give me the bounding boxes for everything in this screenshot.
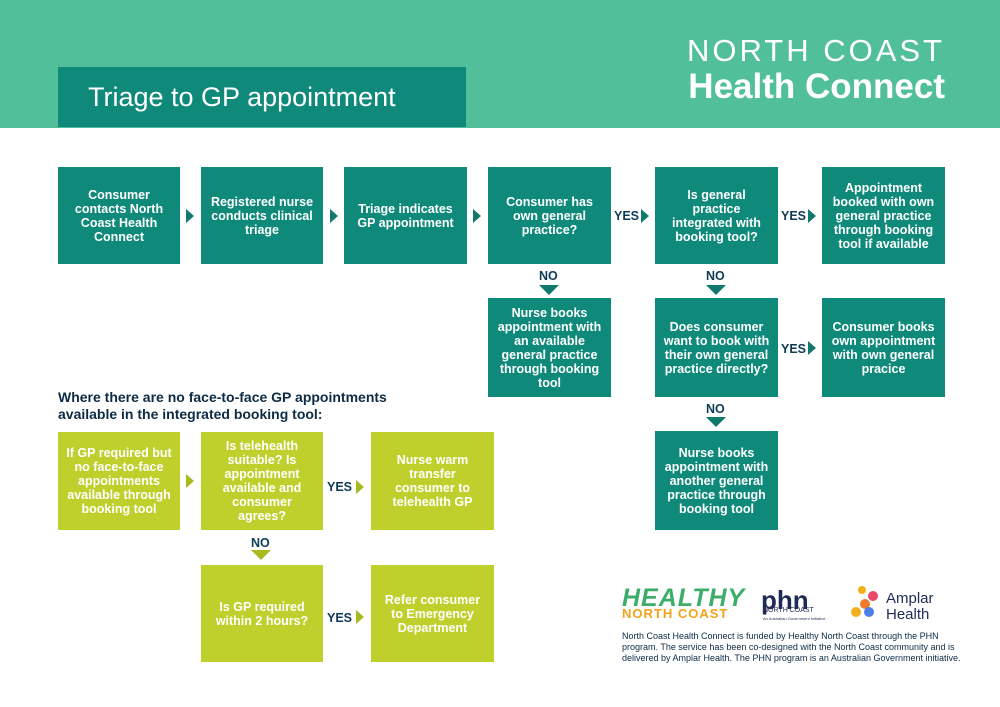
yes-label: YES bbox=[327, 480, 353, 494]
decision-gp-within-2-hours: Is GP required within 2 hours? bbox=[201, 565, 323, 662]
arrow-down-icon bbox=[251, 550, 271, 560]
arrow-right-icon bbox=[808, 341, 816, 355]
healthy-north-coast-logo-sub: NORTH COAST bbox=[622, 606, 729, 621]
step-booked-own-practice: Appointment booked with own general prac… bbox=[822, 167, 945, 264]
arrow-right-icon bbox=[808, 209, 816, 223]
phn-logo-tagline: An Australian Government Initiative bbox=[763, 616, 826, 621]
decision-own-practice: Consumer has own general practice? bbox=[488, 167, 611, 264]
funding-statement: North Coast Health Connect is funded by … bbox=[622, 631, 961, 663]
page-title: Triage to GP appointment bbox=[58, 67, 466, 127]
arrow-right-icon bbox=[330, 209, 338, 223]
yes-label: YES bbox=[327, 611, 353, 625]
step-refer-emergency: Refer consumer to Emergency Department bbox=[371, 565, 494, 662]
step-nurse-triage: Registered nurse conducts clinical triag… bbox=[201, 167, 323, 264]
step-triage-gp: Triage indicates GP appointment bbox=[344, 167, 467, 264]
step-gp-required-none-available: If GP required but no face-to-face appoi… bbox=[58, 432, 180, 530]
arrow-right-icon bbox=[473, 209, 481, 223]
arrow-right-icon bbox=[641, 209, 649, 223]
section-heading: Where there are no face-to-face GP appoi… bbox=[58, 389, 387, 422]
amplar-logo-line2: Health bbox=[886, 606, 930, 623]
arrow-down-icon bbox=[706, 417, 726, 427]
step-consumer-contacts: Consumer contacts North Coast Health Con… bbox=[58, 167, 180, 264]
brand-line1: NORTH COAST bbox=[686, 33, 945, 68]
amplar-logo-line1: Amplar bbox=[886, 590, 934, 607]
step-nurse-books-available: Nurse books appointment with an availabl… bbox=[488, 298, 611, 397]
decision-practice-integrated: Is general practice integrated with book… bbox=[655, 167, 778, 264]
step-consumer-books-own: Consumer books own appointment with own … bbox=[822, 298, 945, 397]
no-label: NO bbox=[706, 402, 725, 416]
arrow-right-icon bbox=[356, 480, 364, 494]
yes-label: YES bbox=[614, 209, 640, 223]
decision-book-directly: Does consumer want to book with their ow… bbox=[655, 298, 778, 397]
phn-logo: phn bbox=[761, 585, 809, 615]
no-label: NO bbox=[539, 269, 558, 283]
healthy-north-coast-logo: HEALTHY bbox=[622, 584, 746, 612]
step-warm-transfer-telehealth: Nurse warm transfer consumer to teleheal… bbox=[371, 432, 494, 530]
brand-line2: Health Connect bbox=[688, 67, 945, 106]
amplar-logo-icon bbox=[851, 586, 878, 617]
arrow-down-icon bbox=[706, 285, 726, 295]
no-label: NO bbox=[706, 269, 725, 283]
yes-label: YES bbox=[781, 209, 807, 223]
arrow-down-icon bbox=[539, 285, 559, 295]
arrow-right-icon bbox=[186, 209, 194, 223]
amplar-health-logo: Amplar Health bbox=[886, 591, 934, 623]
step-nurse-books-another: Nurse books appointment with another gen… bbox=[655, 431, 778, 530]
arrow-right-icon bbox=[356, 610, 364, 624]
arrow-right-icon bbox=[186, 474, 194, 488]
no-label: NO bbox=[251, 536, 270, 550]
phn-logo-sub: NORTH COAST bbox=[763, 607, 814, 614]
yes-label: YES bbox=[781, 342, 807, 356]
decision-telehealth-suitable: Is telehealth suitable? Is appointment a… bbox=[201, 432, 323, 530]
